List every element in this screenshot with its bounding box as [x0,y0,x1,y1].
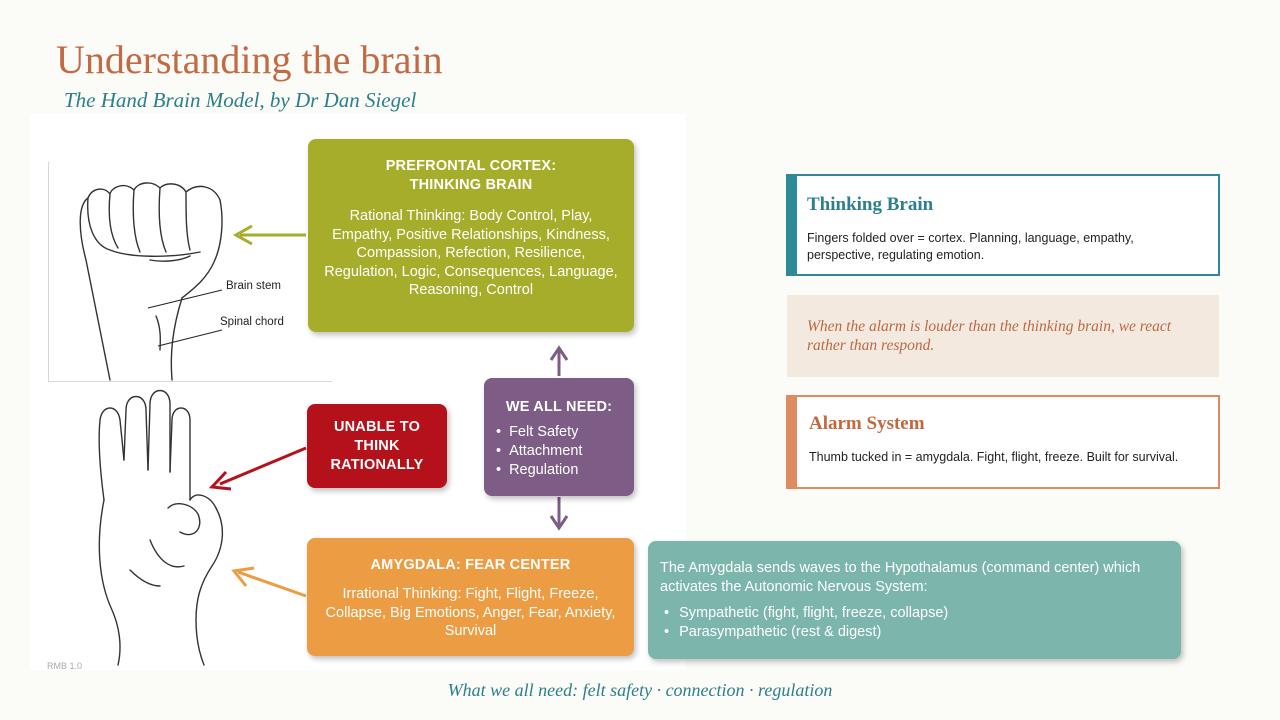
page-subtitle: The Hand Brain Model, by Dr Dan Siegel [64,88,417,112]
pfc-body: Rational Thinking: Body Control, Play, E… [324,208,618,298]
alarm-system-body: Thumb tucked in = amygdala. Fight, fligh… [809,450,1179,464]
we-all-need-box: WE ALL NEED: Felt Safety Attachment Regu… [484,378,634,496]
list-item: Regulation [496,461,622,480]
thinking-brain-body: Fingers folded over = cortex. Planning, … [807,231,1134,262]
pfc-title-line1: PREFRONTAL CORTEX: [385,158,557,174]
thinking-brain-card: Thinking Brain Fingers folded over = cor… [786,174,1220,276]
list-item: Attachment [496,442,622,461]
autonomic-list: Sympathetic (fight, flight, freeze, coll… [660,604,1169,642]
amygdala-box: AMYGDALA: FEAR CENTER Irrational Thinkin… [307,538,634,656]
alarm-system-card: Alarm System Thumb tucked in = amygdala.… [786,395,1220,489]
diagram-frame [48,162,332,382]
need-title: WE ALL NEED: [505,399,613,415]
page-title: Understanding the brain [56,37,443,82]
thinking-brain-title: Thinking Brain [807,194,934,215]
unable-to-think-box: UNABLE TO THINK RATIONALLY [307,404,447,488]
list-item: Sympathetic (fight, flight, freeze, coll… [664,604,1169,623]
unable-line2: THINK [354,438,400,454]
pfc-title-line2: THINKING BRAIN [409,177,533,193]
footer-caption: What we all need: felt safety · connecti… [447,680,833,700]
quote-text: When the alarm is louder than the thinki… [807,318,1172,354]
unable-line3: RATIONALLY [330,457,424,473]
brain-stem-label: Brain stem [226,280,281,292]
spinal-chord-label: Spinal chord [220,316,284,328]
unable-line1: UNABLE TO [333,419,421,435]
autonomic-box: The Amygdala sends waves to the Hypothal… [648,541,1181,659]
prefrontal-cortex-box: PREFRONTAL CORTEX: THINKING BRAIN Ration… [308,139,634,332]
list-item: Felt Safety [496,423,622,442]
list-item: Parasympathetic (rest & digest) [664,623,1169,642]
quote-card: When the alarm is louder than the thinki… [787,295,1219,377]
diagram-credit: RMB 1.0 [47,661,83,671]
need-list: Felt Safety Attachment Regulation [496,423,622,480]
autonomic-body: The Amygdala sends waves to the Hypothal… [660,560,1141,595]
amygdala-body: Irrational Thinking: Fight, Flight, Free… [325,586,616,639]
alarm-system-title: Alarm System [809,413,925,434]
amygdala-title: AMYGDALA: FEAR CENTER [370,557,571,573]
